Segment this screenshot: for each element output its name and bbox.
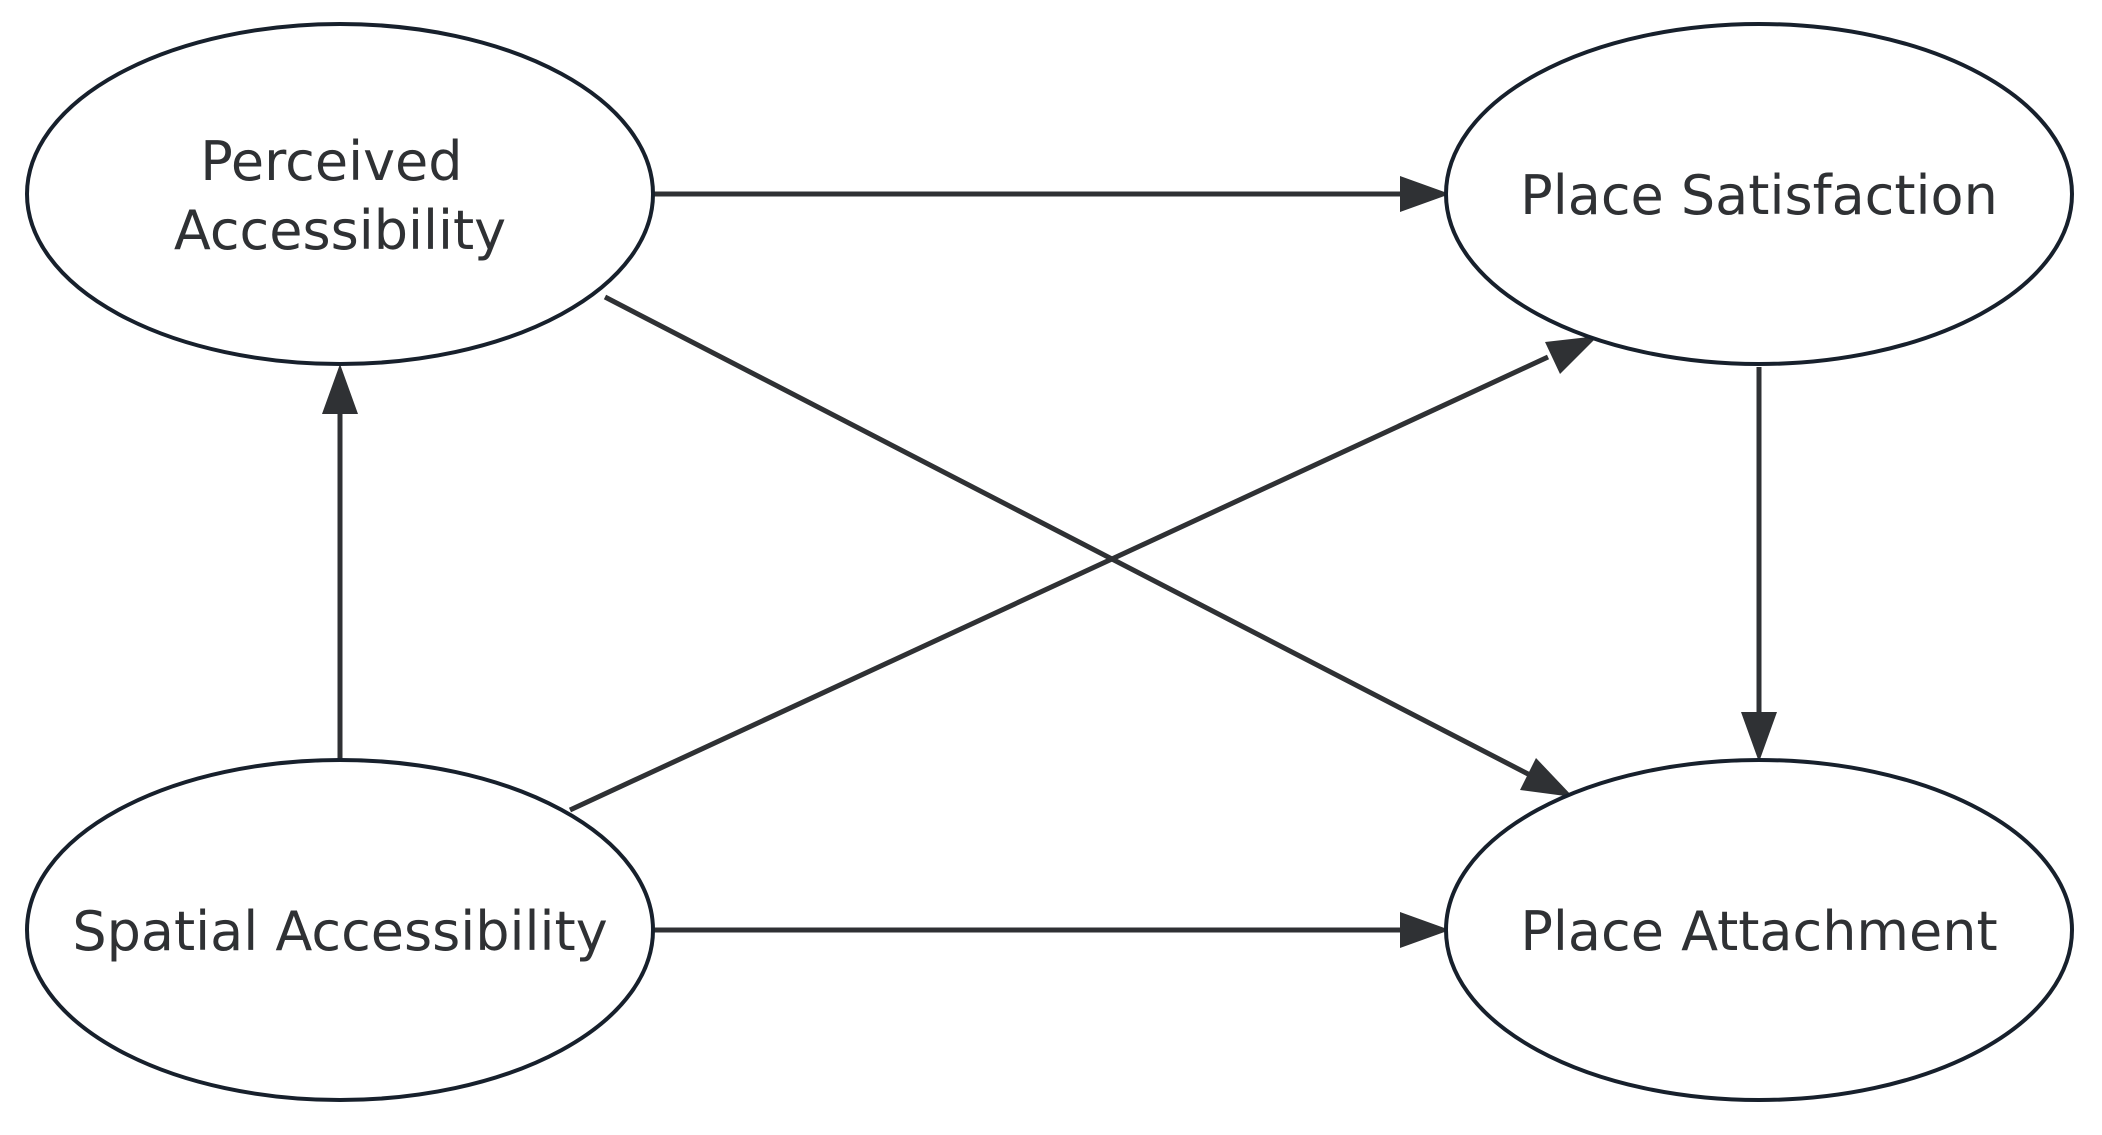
- edge-spatial-to-attachment: [652, 912, 1450, 948]
- edges: [322, 176, 1777, 948]
- node-spatial-accessibility: Spatial Accessibility: [25, 758, 655, 1102]
- edge-perceived-to-attachment: [603, 294, 1573, 797]
- node-perceived-accessibility: Perceived Accessibility: [25, 22, 655, 366]
- node-place-satisfaction-label: Place Satisfaction: [1520, 164, 1998, 227]
- edge-spatial-to-perceived: [322, 364, 358, 762]
- node-place-attachment: Place Attachment: [1444, 758, 2074, 1102]
- edge-perceived-to-satisfaction: [652, 176, 1450, 212]
- node-place-satisfaction: Place Satisfaction: [1444, 22, 2074, 366]
- node-spatial-accessibility-label: Spatial Accessibility: [72, 900, 607, 963]
- edge-spatial-to-satisfaction: [568, 336, 1598, 813]
- edge-satisfaction-to-attachment: [1741, 367, 1777, 762]
- node-perceived-accessibility-label: Perceived Accessibility: [174, 130, 506, 262]
- node-place-attachment-label: Place Attachment: [1520, 900, 1997, 963]
